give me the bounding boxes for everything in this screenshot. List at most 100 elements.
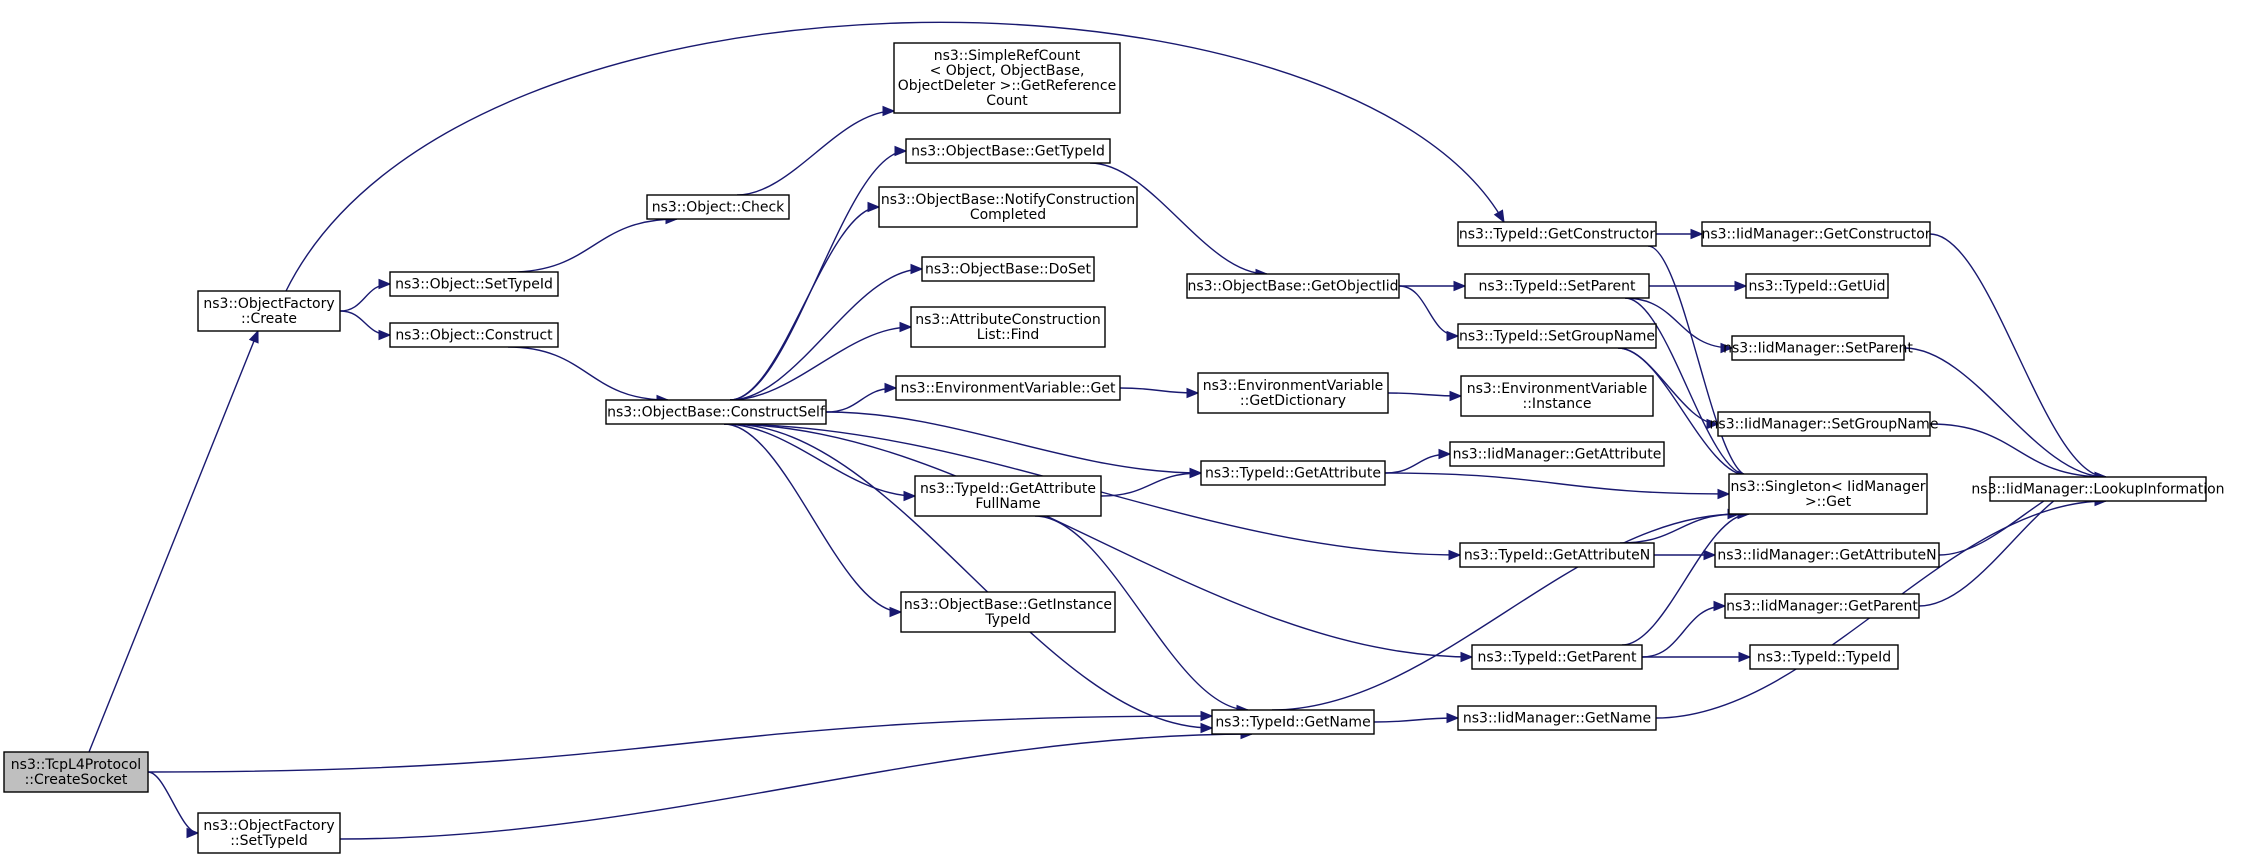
edge-objectbase_constructself-to-typeid_getparent (723, 423, 1473, 658)
node-box[interactable] (1714, 542, 1940, 568)
node-box[interactable] (197, 290, 341, 332)
node-typeid_setgroupname[interactable]: ns3::TypeId::SetGroupName (1457, 323, 1657, 349)
node-box[interactable] (1200, 460, 1386, 486)
node-box[interactable] (1745, 273, 1889, 299)
node-label: ns3::ObjectBase::ConstructSelf (607, 405, 826, 421)
node-box[interactable] (389, 271, 559, 297)
edge-typeid_setparent-to-singleton_get (1624, 297, 1750, 477)
node-simplerefcount_getreferencecount[interactable]: ns3::SimpleRefCount< Object, ObjectBase,… (893, 42, 1121, 114)
node-typeid_getattribute[interactable]: ns3::TypeId::GetAttribute (1200, 460, 1386, 486)
node-objectbase_getobjectiid[interactable]: ns3::ObjectBase::GetObjectIid (1186, 273, 1400, 299)
node-box[interactable] (1457, 323, 1657, 349)
node-box[interactable] (1449, 441, 1665, 467)
node-box[interactable] (1728, 473, 1928, 515)
node-label: ns3::TcpL4Protocol (11, 757, 141, 773)
node-typeid_typeid[interactable]: ns3::TypeId::TypeId (1749, 644, 1899, 670)
node-objectbase_doset[interactable]: ns3::ObjectBase::DoSet (921, 256, 1095, 282)
node-object_check[interactable]: ns3::Object::Check (646, 194, 790, 220)
node-objectfactory_settypeid[interactable]: ns3::ObjectFactory::SetTypeId (197, 812, 341, 854)
node-label: ns3::Singleton< IidManager (1731, 479, 1926, 495)
node-iidmanager_getname[interactable]: ns3::IidManager::GetName (1457, 705, 1657, 731)
arrowhead-environmentvariable_instance (1449, 390, 1463, 402)
node-box[interactable] (646, 194, 790, 220)
node-iidmanager_setgroupname[interactable]: ns3::IidManager::SetGroupName (1710, 411, 1939, 437)
node-typeid_getname[interactable]: ns3::TypeId::GetName (1211, 709, 1375, 735)
node-environmentvariable_instance[interactable]: ns3::EnvironmentVariable::Instance (1460, 375, 1654, 417)
node-tcpl4_createsocket[interactable]: ns3::TcpL4Protocol::CreateSocket (3, 751, 149, 793)
arrowhead-typeid_getconstructor (1493, 209, 1505, 224)
node-label: ::Create (241, 311, 297, 327)
node-box[interactable] (893, 42, 1121, 114)
node-box[interactable] (389, 322, 559, 348)
node-typeid_setparent[interactable]: ns3::TypeId::SetParent (1464, 273, 1650, 299)
node-box[interactable] (878, 186, 1138, 228)
node-typeid_getconstructor[interactable]: ns3::TypeId::GetConstructor (1457, 221, 1657, 247)
edge-typeid_getattributen-to-singleton_get (1619, 513, 1740, 544)
node-box[interactable] (1457, 705, 1657, 731)
node-box[interactable] (1749, 644, 1899, 670)
node-label: ns3::TypeId::GetAttribute (1205, 466, 1381, 482)
node-iidmanager_getattributen[interactable]: ns3::IidManager::GetAttributeN (1714, 542, 1940, 568)
node-box[interactable] (1989, 476, 2207, 502)
node-box[interactable] (1717, 411, 1931, 437)
node-label: ns3::TypeId::GetParent (1478, 650, 1637, 666)
node-object_settypeid[interactable]: ns3::Object::SetTypeId (389, 271, 559, 297)
node-box[interactable] (1471, 644, 1643, 670)
node-iidmanager_lookupinformation[interactable]: ns3::IidManager::LookupInformation (1971, 476, 2225, 502)
node-label: ns3::IidManager::LookupInformation (1971, 482, 2224, 498)
node-label: < Object, ObjectBase, (930, 63, 1085, 79)
node-label: ns3::TypeId::GetUid (1748, 279, 1885, 295)
node-box[interactable] (197, 812, 341, 854)
node-box[interactable] (1457, 221, 1657, 247)
node-box[interactable] (1731, 335, 1905, 361)
arrowhead-objectfactory_settypeid (186, 827, 200, 839)
node-iidmanager_getattribute[interactable]: ns3::IidManager::GetAttribute (1449, 441, 1665, 467)
arrowhead-environmentvariable_getdictionary (1186, 387, 1200, 399)
arrowhead-objectbase_getinstancetypeid (889, 606, 903, 618)
node-label: ns3::TypeId::GetAttribute (920, 481, 1096, 497)
node-label: Completed (970, 207, 1046, 223)
node-objectbase_gettypeid[interactable]: ns3::ObjectBase::GetTypeId (905, 138, 1111, 164)
node-box[interactable] (1459, 542, 1655, 568)
edge-typeid_getattributefullname-to-typeid_getattribute (1100, 472, 1202, 497)
node-objectbase_constructself[interactable]: ns3::ObjectBase::ConstructSelf (605, 399, 827, 425)
node-box[interactable] (1724, 593, 1920, 619)
node-box[interactable] (895, 375, 1121, 401)
arrowhead-object_construct (378, 329, 392, 341)
node-box[interactable] (900, 591, 1116, 633)
node-typeid_getuid[interactable]: ns3::TypeId::GetUid (1745, 273, 1889, 299)
arrowhead-singleton_get (1717, 488, 1731, 500)
node-box[interactable] (921, 256, 1095, 282)
node-box[interactable] (3, 751, 149, 793)
node-box[interactable] (1186, 273, 1400, 299)
node-objectfactory_create[interactable]: ns3::ObjectFactory::Create (197, 290, 341, 332)
node-box[interactable] (1464, 273, 1650, 299)
node-iidmanager_setparent[interactable]: ns3::IidManager::SetParent (1723, 335, 1913, 361)
node-box[interactable] (914, 475, 1102, 517)
node-object_construct[interactable]: ns3::Object::Construct (389, 322, 559, 348)
edge-objectbase_constructself-to-typeid_getattribute (825, 411, 1202, 474)
node-box[interactable] (910, 306, 1106, 348)
node-iidmanager_getparent[interactable]: ns3::IidManager::GetParent (1724, 593, 1920, 619)
node-objectbase_notifyconstructioncompleted[interactable]: ns3::ObjectBase::NotifyConstructionCompl… (878, 186, 1138, 228)
node-singleton_get[interactable]: ns3::Singleton< IidManager>::Get (1728, 473, 1928, 515)
node-environmentvariable_get[interactable]: ns3::EnvironmentVariable::Get (895, 375, 1121, 401)
node-box[interactable] (605, 399, 827, 425)
node-box[interactable] (1701, 221, 1931, 247)
node-environmentvariable_getdictionary[interactable]: ns3::EnvironmentVariable::GetDictionary (1197, 372, 1389, 414)
node-box[interactable] (1197, 372, 1389, 414)
node-box[interactable] (1211, 709, 1375, 735)
edge-iidmanager_setgroupname-to-iidmanager_lookupinformation (1929, 423, 2107, 478)
arrowhead-iidmanager_getattributen (1703, 549, 1717, 561)
node-label: Count (986, 93, 1028, 109)
node-box[interactable] (905, 138, 1111, 164)
edge-typeid_getparent-to-singleton_get (1621, 513, 1750, 646)
node-iidmanager_getconstructor[interactable]: ns3::IidManager::GetConstructor (1701, 221, 1931, 247)
node-box[interactable] (1460, 375, 1654, 417)
node-typeid_getparent[interactable]: ns3::TypeId::GetParent (1471, 644, 1643, 670)
node-typeid_getattributen[interactable]: ns3::TypeId::GetAttributeN (1459, 542, 1655, 568)
